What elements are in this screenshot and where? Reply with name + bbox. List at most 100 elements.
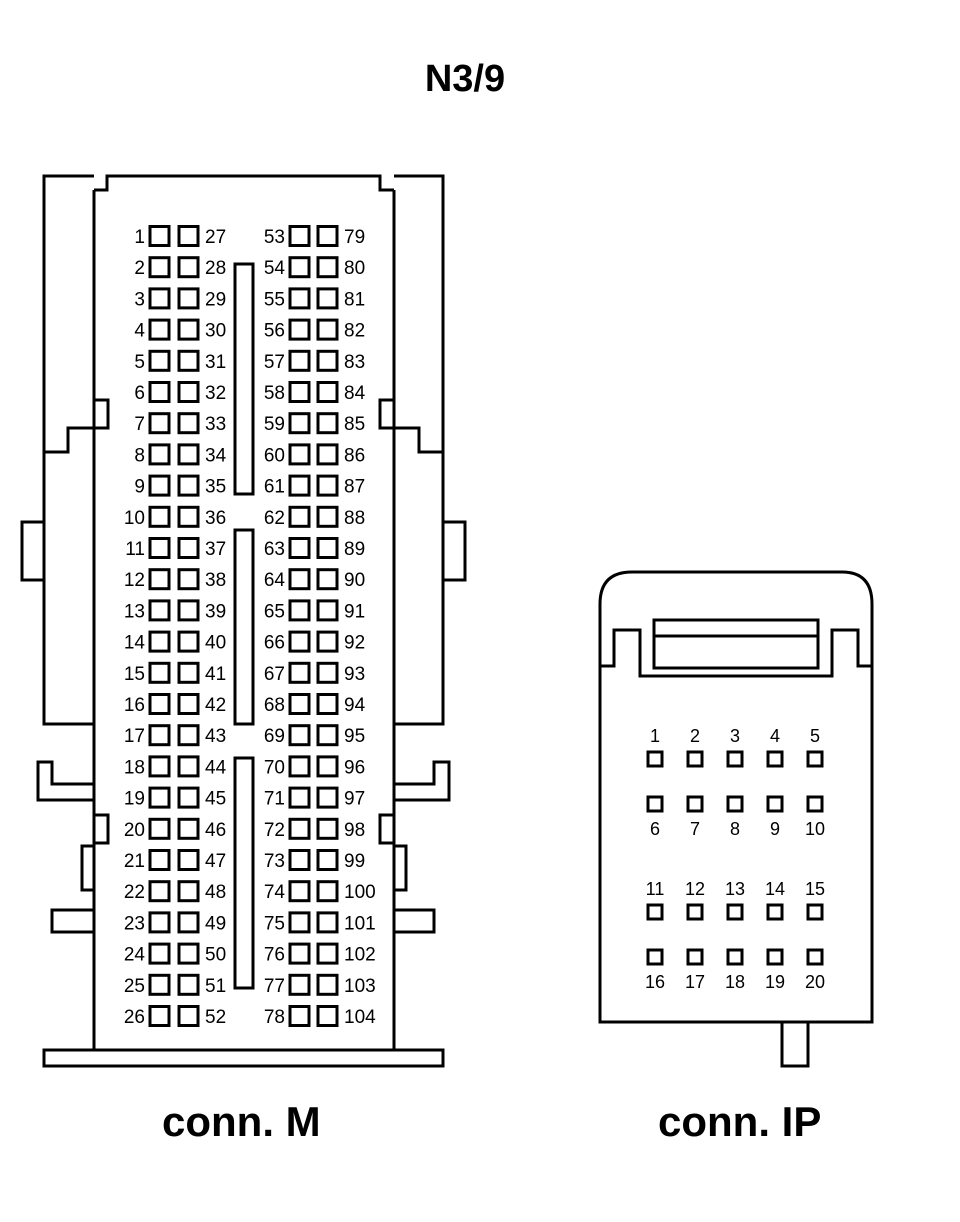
pin-m-94-label: 94 (344, 695, 366, 716)
pin-m-8-label: 8 (134, 445, 145, 466)
pin-m-101-label: 101 (344, 913, 376, 934)
pin-m-24 (148, 942, 171, 965)
pin-m-90-label: 90 (344, 570, 365, 591)
pin-m-35 (177, 474, 200, 497)
pin-m-70-label: 70 (264, 757, 285, 778)
pin-m-88 (316, 505, 339, 528)
pin-ip-4 (766, 750, 784, 768)
pin-m-30-label: 30 (205, 321, 226, 342)
pin-m-6 (148, 381, 171, 403)
pin-m-10-label: 10 (124, 508, 145, 529)
pin-m-90 (316, 568, 339, 591)
connector-ip-housing (598, 570, 874, 1068)
pin-m-23 (148, 911, 171, 934)
pin-m-16 (148, 693, 171, 715)
pin-m-99 (316, 849, 339, 871)
pin-m-51-label: 51 (205, 976, 226, 997)
pin-m-62-label: 62 (264, 508, 285, 529)
pin-m-26-label: 26 (124, 1007, 145, 1028)
pin-m-42-label: 42 (205, 695, 226, 716)
pin-ip-14 (766, 903, 784, 921)
connector-m-housing (20, 174, 467, 1068)
pin-m-45 (177, 786, 200, 809)
pin-m-85-label: 85 (344, 414, 365, 435)
pin-ip-2 (686, 750, 704, 768)
pin-m-66-label: 66 (264, 633, 285, 654)
pin-m-12-label: 12 (124, 570, 145, 591)
pin-m-27-label: 27 (205, 227, 226, 248)
pin-m-45-label: 45 (205, 789, 226, 810)
pin-m-41-label: 41 (205, 664, 226, 685)
pin-m-83-label: 83 (344, 352, 365, 373)
pin-ip-8-label: 8 (730, 819, 740, 839)
pin-m-28-label: 28 (205, 258, 226, 279)
pin-m-92 (316, 630, 339, 653)
pin-ip-11 (646, 903, 664, 921)
pin-m-17 (148, 724, 171, 747)
pin-ip-8 (726, 795, 744, 813)
pin-m-1 (148, 225, 171, 247)
pin-m-93-label: 93 (344, 664, 365, 685)
pin-m-81-label: 81 (344, 289, 365, 310)
pin-m-44 (177, 755, 200, 778)
pin-m-27 (177, 225, 200, 247)
pin-m-97 (316, 786, 339, 809)
pin-m-18-label: 18 (124, 757, 145, 778)
pin-m-29 (177, 287, 200, 310)
pin-m-9 (148, 474, 171, 497)
pin-m-11 (148, 537, 171, 559)
pin-m-48 (177, 880, 200, 903)
pin-m-25-label: 25 (124, 976, 145, 997)
pin-m-20 (148, 817, 171, 840)
pin-m-4 (148, 318, 171, 341)
pin-ip-19 (766, 948, 784, 966)
pin-m-57-label: 57 (264, 352, 285, 373)
pin-ip-2-label: 2 (690, 726, 700, 746)
pin-m-35-label: 35 (205, 477, 226, 498)
pin-m-37 (177, 537, 200, 559)
pin-ip-7 (686, 795, 704, 813)
pin-m-57 (288, 349, 311, 372)
pin-m-85 (316, 412, 339, 435)
pin-m-68-label: 68 (264, 695, 285, 716)
pin-m-55 (288, 287, 311, 310)
pin-m-65 (288, 599, 311, 622)
pin-m-91-label: 91 (344, 601, 365, 622)
pin-m-60 (288, 443, 311, 466)
pin-m-73 (288, 849, 311, 871)
pin-m-22-label: 22 (124, 882, 145, 903)
pin-m-5-label: 5 (134, 352, 145, 373)
pin-m-77 (288, 973, 311, 996)
pin-ip-20 (806, 948, 824, 966)
pin-ip-5 (806, 750, 824, 768)
pin-m-73-label: 73 (264, 851, 285, 872)
pin-ip-17 (686, 948, 704, 966)
pin-m-50 (177, 942, 200, 965)
pin-m-94 (316, 693, 339, 715)
pin-m-103 (316, 973, 339, 996)
pin-m-11-label: 11 (125, 539, 145, 560)
pin-m-97-label: 97 (344, 789, 365, 810)
pin-m-4-label: 4 (134, 321, 145, 342)
pin-m-61 (288, 474, 311, 497)
pin-m-86 (316, 443, 339, 466)
pin-m-71 (288, 786, 311, 809)
pin-m-15-label: 15 (124, 664, 145, 685)
pin-m-95 (316, 724, 339, 747)
pin-ip-14-label: 14 (765, 879, 785, 899)
pin-ip-5-label: 5 (810, 726, 820, 746)
pin-m-104-label: 104 (344, 1007, 376, 1028)
pin-m-38 (177, 568, 200, 591)
pin-m-88-label: 88 (344, 508, 365, 529)
pin-m-64-label: 64 (264, 570, 286, 591)
pin-m-22 (148, 880, 171, 903)
pin-m-77-label: 77 (264, 976, 285, 997)
pin-m-54-label: 54 (264, 258, 286, 279)
pin-m-78 (288, 1005, 311, 1027)
pin-m-38-label: 38 (205, 570, 226, 591)
pin-m-71-label: 71 (264, 789, 285, 810)
pin-m-54 (288, 256, 311, 279)
pin-m-91 (316, 599, 339, 622)
pin-m-75-label: 75 (264, 913, 285, 934)
